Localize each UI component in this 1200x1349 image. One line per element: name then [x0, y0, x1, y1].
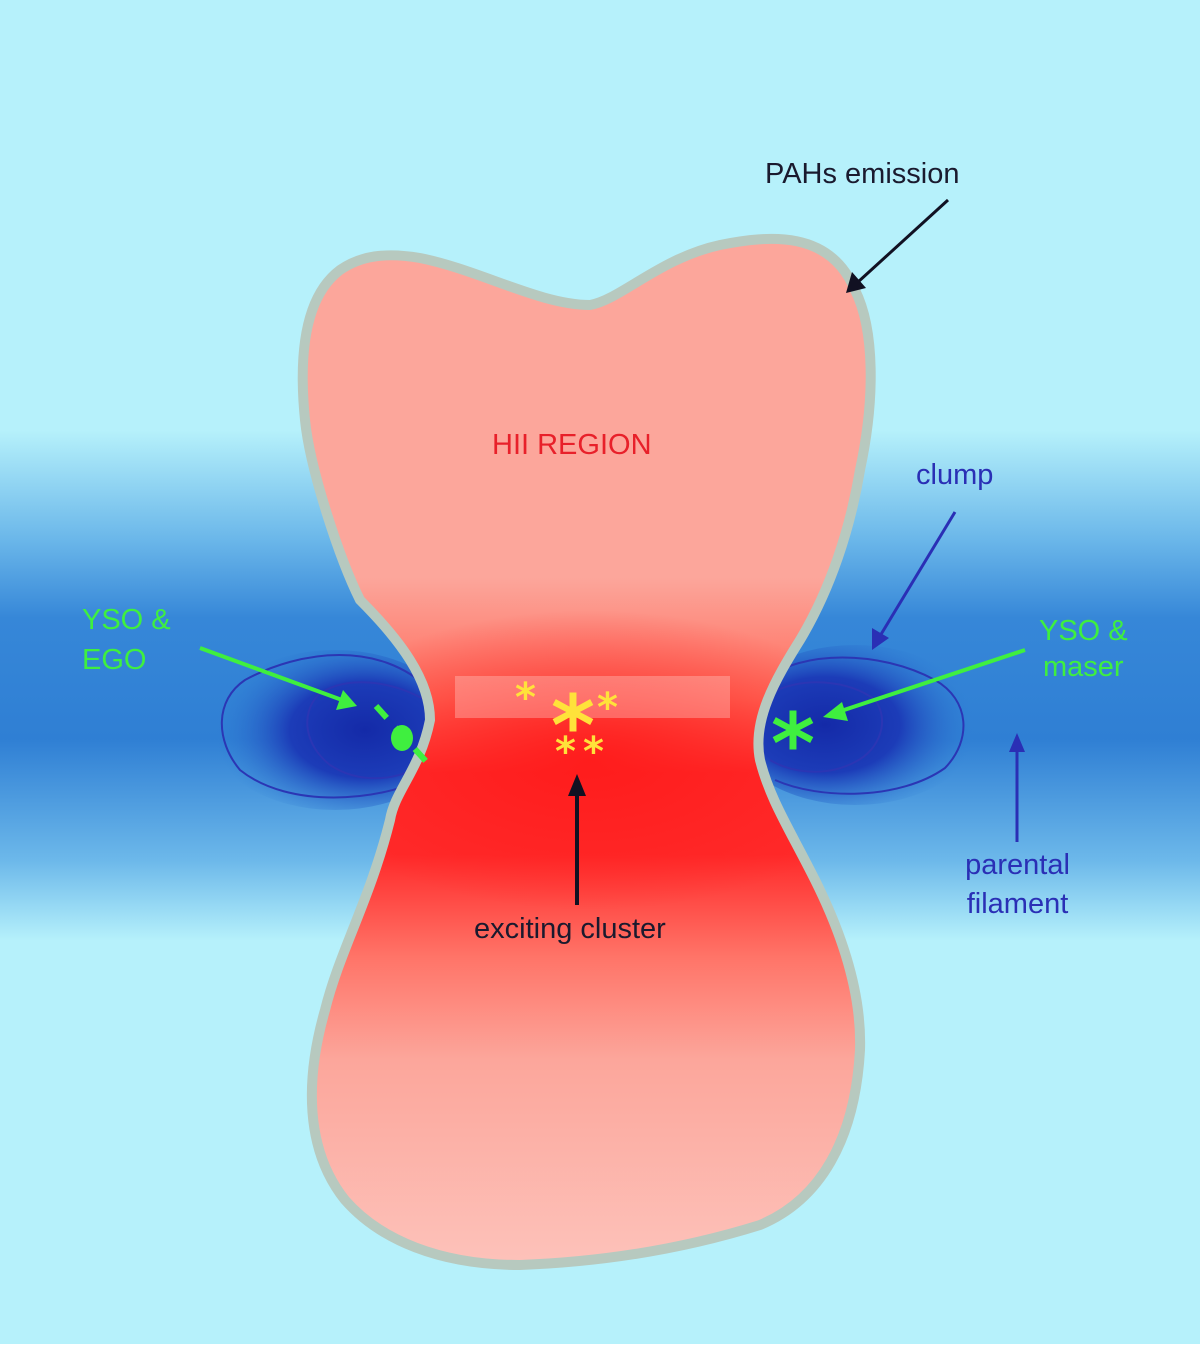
cluster-star-icon: *	[515, 675, 536, 721]
maser-star-icon: *	[771, 695, 815, 793]
yso-ego-marker	[373, 703, 435, 771]
yso-dot	[391, 725, 413, 751]
cluster-star-icon: *	[597, 685, 618, 731]
label-clump: clump	[916, 459, 994, 491]
left-clump-contours	[220, 654, 431, 799]
label-yso-maser-line2: maser	[1043, 651, 1124, 683]
cluster-star-icon: *	[583, 729, 604, 775]
label-parental-line1: parental	[965, 849, 1070, 881]
label-yso-ego-line2: EGO	[82, 644, 147, 676]
label-yso-maser-line1: YSO &	[1039, 615, 1128, 647]
hii-waist-glow	[302, 610, 871, 910]
arrow-clump-head	[872, 628, 889, 650]
label-yso-ego-line1: YSO &	[82, 604, 171, 636]
label-pahs-emission: PAHs emission	[765, 158, 960, 190]
arrow-yso-maser-line	[837, 648, 1026, 714]
arrow-exciting-head	[568, 774, 586, 796]
annotation-arrows	[199, 198, 1026, 905]
arrow-yso-ego-head	[336, 690, 357, 710]
arrow-yso-maser-head	[823, 702, 848, 721]
arrow-clump-line	[878, 511, 957, 637]
cluster-star-large-icon: *	[551, 677, 595, 775]
label-hii-region: HII REGION	[492, 429, 652, 461]
cluster-band	[455, 676, 730, 718]
pah-emission-rim	[297, 233, 876, 1270]
cluster-star-icon: *	[555, 729, 576, 775]
arrow-pahs-head	[846, 272, 866, 293]
arrow-pahs-line	[856, 198, 950, 284]
label-parental-line2: filament	[966, 888, 1069, 920]
arrow-yso-ego-line	[199, 646, 343, 702]
left-clump	[210, 650, 460, 810]
arrow-parental-head	[1009, 733, 1025, 752]
label-exciting-cluster: exciting cluster	[474, 913, 666, 945]
right-clump-contours	[764, 656, 965, 795]
